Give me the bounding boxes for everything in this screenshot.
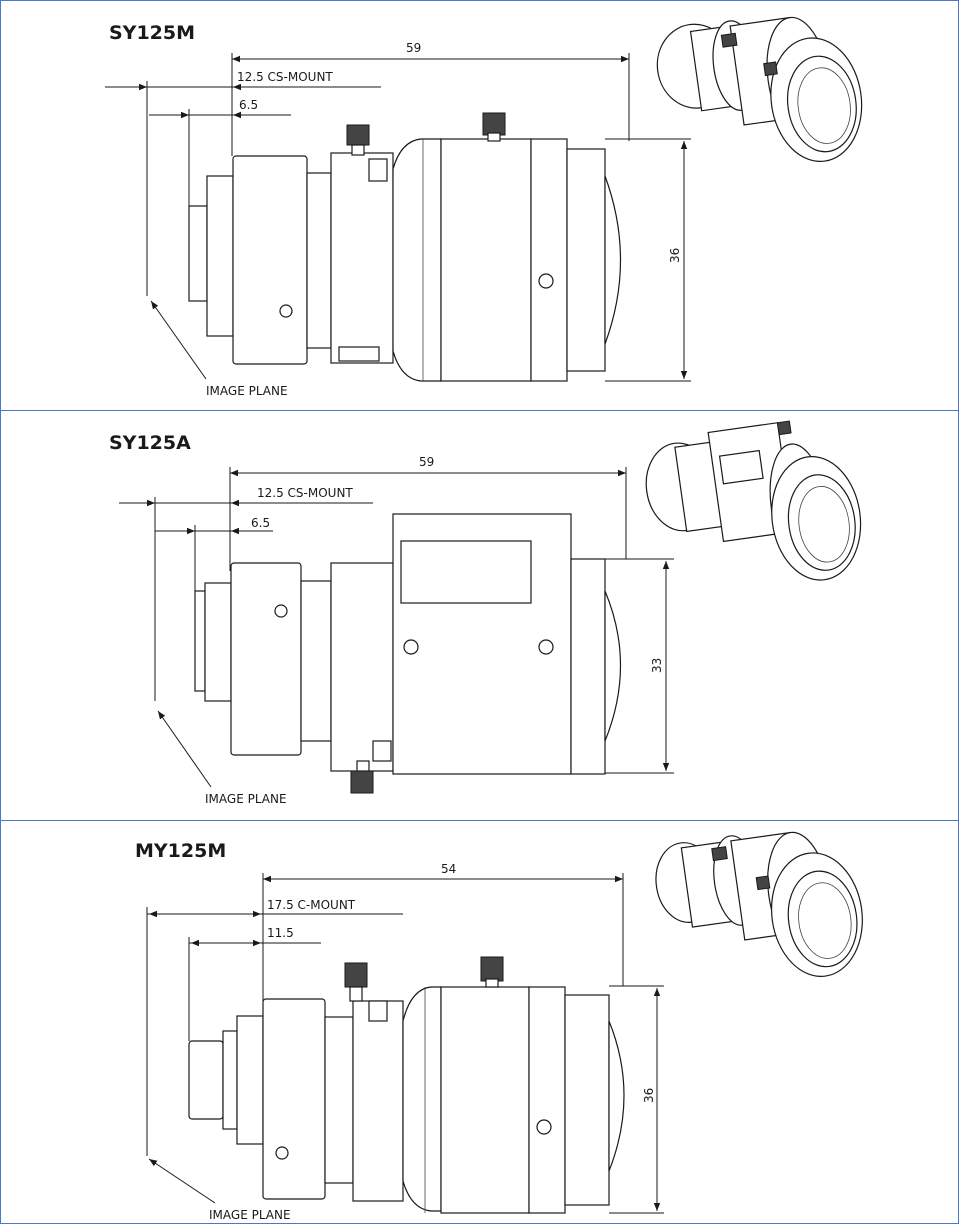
diameter-value: 33	[650, 658, 664, 673]
lens-3d-view	[645, 420, 862, 581]
overall-length-value: 59	[406, 41, 421, 55]
image-plane-leader	[150, 300, 207, 380]
panel-sy125a: SY125A 59 12.5 CS-MOUNT 6.5	[0, 410, 959, 821]
flange-offset-value: 11.5	[267, 926, 294, 940]
image-plane-label: IMAGE PLANE	[205, 792, 287, 806]
lens-3d-view	[655, 831, 863, 977]
mount-label: 12.5 CS-MOUNT	[237, 70, 333, 84]
flange-offset-value: 6.5	[239, 98, 258, 112]
panel-my125m: MY125M 54 17.5 C-MOUNT 11.5	[0, 820, 959, 1224]
mount-label: 12.5 CS-MOUNT	[257, 486, 353, 500]
lens-drawing-sy125m: SY125M 59 12.5 CS-MOUNT 6.5	[105, 16, 863, 398]
image-plane-label: IMAGE PLANE	[206, 384, 288, 398]
image-plane-leader	[148, 1158, 216, 1204]
flange-offset-value: 6.5	[251, 516, 270, 530]
overall-length-value: 54	[441, 862, 456, 876]
lens-drawing-my125m: MY125M 54 17.5 C-MOUNT 11.5	[135, 831, 863, 1222]
model-title: SY125M	[109, 22, 195, 44]
model-title: MY125M	[135, 840, 226, 862]
image-plane-label: IMAGE PLANE	[209, 1208, 291, 1222]
lens-3d-view	[656, 16, 863, 163]
model-title: SY125A	[109, 432, 191, 454]
lens-side-view	[188, 956, 625, 1214]
lens-drawing-sy125a: SY125A 59 12.5 CS-MOUNT 6.5	[109, 420, 862, 806]
lens-side-view	[188, 112, 622, 382]
diameter-value: 36	[642, 1088, 656, 1103]
mount-label: 17.5 C-MOUNT	[267, 898, 356, 912]
image-plane-leader	[157, 710, 212, 788]
panel-sy125m: SY125M 59 12.5 CS-MOUNT 6.5	[0, 0, 959, 411]
diameter-value: 36	[668, 248, 682, 263]
overall-length-value: 59	[419, 455, 434, 469]
lens-side-view	[194, 513, 622, 794]
